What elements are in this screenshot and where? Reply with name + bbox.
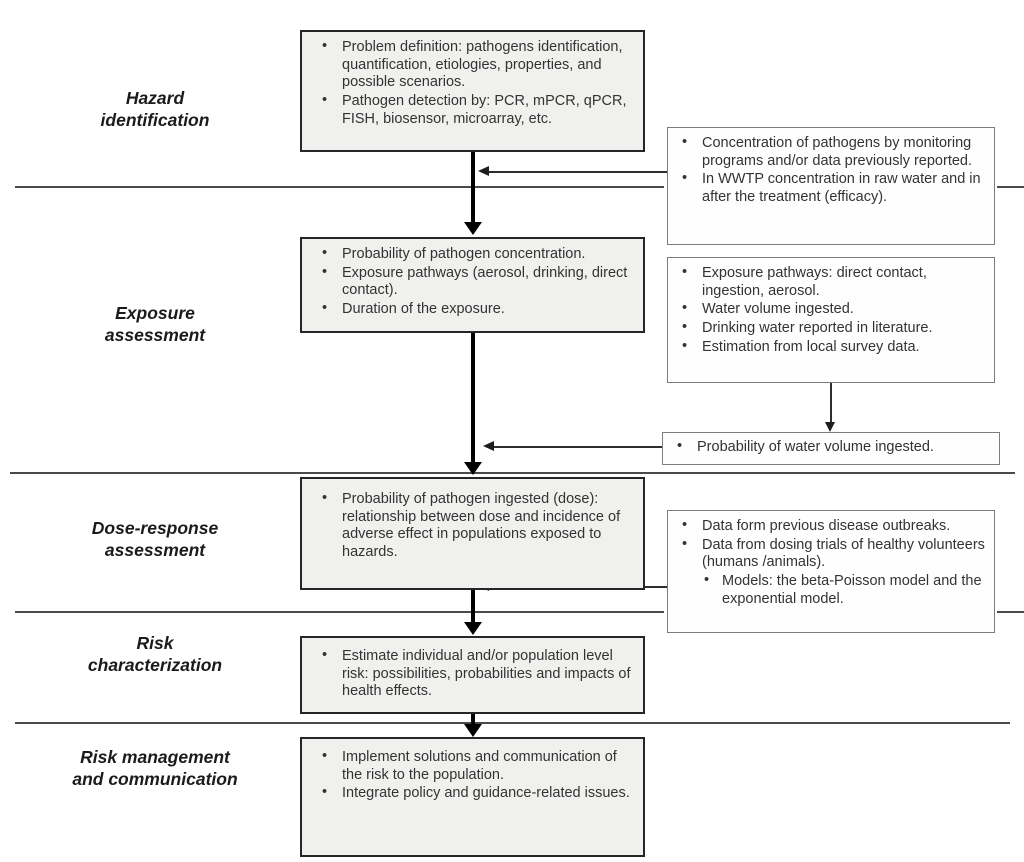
- bullet-item: Models: the beta-Poisson model and the e…: [678, 572, 988, 608]
- bullet-item: Implement solutions and communication of…: [318, 748, 635, 784]
- stage-divider-3-left: [15, 611, 664, 613]
- bullet-item: Integrate policy and guidance-related is…: [318, 784, 635, 803]
- bullet-item: Probability of pathogen concentration.: [318, 245, 635, 264]
- flow-arrowhead-1-icon: [464, 222, 482, 235]
- connector-arrowhead-water-volume-down-icon: [824, 422, 835, 432]
- bullet-item: Exposure pathways (aerosol, drinking, di…: [318, 264, 635, 300]
- bullet-item: In WWTP concentration in raw water and i…: [678, 170, 988, 206]
- connector-line-water-volume: [494, 446, 662, 448]
- bullet-item: Water volume ingested.: [678, 300, 988, 319]
- stage-divider-4: [15, 722, 1010, 724]
- bullet-item: Concentration of pathogens by monitoring…: [678, 134, 988, 170]
- flow-arrowhead-2-icon: [464, 462, 482, 475]
- bullet-item: Drinking water reported in literature.: [678, 319, 988, 338]
- bullet-item: Exposure pathways: direct contact, inges…: [678, 264, 988, 300]
- connector-arrowhead-pathogen-data-icon: [478, 166, 489, 176]
- stage-divider-1-left: [15, 186, 664, 188]
- flow-line-3: [471, 590, 475, 623]
- stage-divider-3-right: [997, 611, 1024, 613]
- bullet-item: Probability of water volume ingested.: [673, 438, 934, 457]
- flow-line-1: [471, 152, 475, 224]
- bullet-item: Data form previous disease outbreaks.: [678, 517, 988, 536]
- stage-label-exposure-assessment: Exposure assessment: [104, 303, 206, 345]
- dose-response-data-box: Data form previous disease outbreaks. Da…: [667, 510, 995, 633]
- water-volume-probability-box: Probability of water volume ingested.: [662, 432, 1000, 465]
- flow-arrowhead-3-icon: [464, 622, 482, 635]
- connector-line-pathogen-data: [489, 171, 667, 173]
- connector-line-water-volume-down: [830, 383, 832, 423]
- exposure-pathways-data-box: Exposure pathways: direct contact, inges…: [667, 257, 995, 383]
- bullet-item: Estimate individual and/or population le…: [318, 647, 635, 701]
- bullet-item: Probability of pathogen ingested (dose):…: [318, 490, 635, 562]
- exposure-assessment-box: Probability of pathogen concentration. E…: [300, 237, 645, 333]
- stage-label-risk-characterization: Risk characterization: [87, 633, 223, 675]
- flow-line-4: [471, 714, 475, 725]
- stage-label-hazard-identification: Hazard identification: [100, 88, 210, 130]
- flow-arrowhead-4-icon: [464, 724, 482, 737]
- bullet-item: Problem definition: pathogens identifica…: [318, 38, 635, 92]
- flow-line-2: [471, 333, 475, 463]
- bullet-item: Duration of the exposure.: [318, 300, 635, 319]
- hazard-identification-box: Problem definition: pathogens identifica…: [300, 30, 645, 152]
- stage-label-dose-response-assessment: Dose-response assessment: [91, 518, 219, 560]
- stage-divider-2: [10, 472, 1015, 474]
- connector-arrowhead-water-volume-icon: [483, 441, 494, 451]
- pathogen-concentration-data-box: Concentration of pathogens by monitoring…: [667, 127, 995, 245]
- risk-management-box: Implement solutions and communication of…: [300, 737, 645, 857]
- dose-response-box: Probability of pathogen ingested (dose):…: [300, 477, 645, 590]
- risk-characterization-box: Estimate individual and/or population le…: [300, 636, 645, 714]
- stage-divider-1-right: [997, 186, 1024, 188]
- bullet-item: Pathogen detection by: PCR, mPCR, qPCR, …: [318, 92, 635, 128]
- bullet-item: Estimation from local survey data.: [678, 338, 988, 357]
- bullet-item: Data from dosing trials of healthy volun…: [678, 536, 988, 572]
- stage-label-risk-management: Risk management and communication: [72, 747, 238, 789]
